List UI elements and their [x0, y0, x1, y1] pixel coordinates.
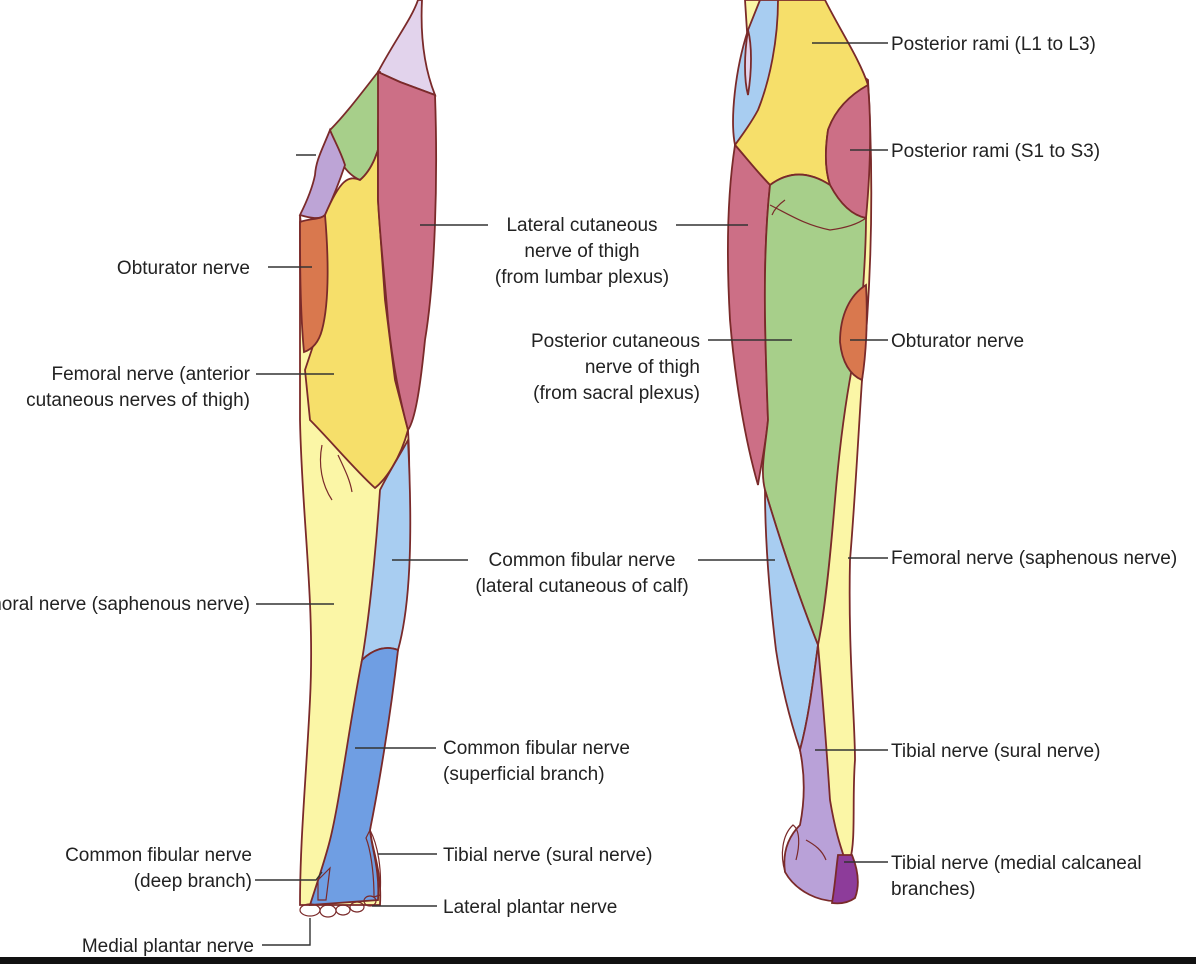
region-obturator-posterior	[839, 283, 868, 382]
region-lateral-cutaneous-anterior	[377, 70, 438, 433]
label-superficial-line2: (superficial branch)	[443, 764, 605, 785]
label-lateral-plantar: Lateral plantar nerve	[443, 897, 617, 918]
label-posterior-cutaneous-line1: Posterior cutaneous	[531, 331, 700, 352]
label-sural-posterior: Tibial nerve (sural nerve)	[891, 741, 1100, 762]
label-obturator-posterior: Obturator nerve	[891, 331, 1024, 352]
label-saphenous-posterior: Femoral nerve (saphenous nerve)	[891, 548, 1177, 569]
toes-plantar	[299, 895, 377, 918]
toe-2	[319, 904, 337, 918]
label-rami-lumbar: Posterior rami (L1 to L3)	[891, 34, 1096, 55]
label-fibular-calf-line2: (lateral cutaneous of calf)	[475, 576, 688, 597]
region-posterior-cutaneous-thigh	[761, 173, 867, 649]
label-superficial-line1: Common fibular nerve	[443, 738, 630, 759]
region-medial-calcaneal	[830, 854, 859, 905]
region-iliohypogastric-posterior	[744, 29, 752, 96]
label-saphenous-anterior: Femoral nerve (saphenous nerve)	[0, 594, 250, 615]
label-posterior-cutaneous-line2: nerve of thigh	[585, 357, 700, 378]
toe-5	[363, 895, 377, 907]
label-sural-anterior: Tibial nerve (sural nerve)	[443, 845, 652, 866]
bottom-border-bar	[0, 957, 1196, 964]
toe-3	[335, 904, 351, 916]
region-superficial-fibular	[308, 647, 399, 906]
label-rami-sacral: Posterior rami (S1 to S3)	[891, 141, 1100, 162]
gluteal-fold	[769, 199, 867, 231]
label-calcaneal-line2: branches)	[891, 879, 976, 900]
region-deep-fibular	[317, 866, 331, 901]
label-lateral-cutaneous-line1: Lateral cutaneous	[506, 215, 657, 236]
lateral-foot-edge	[365, 828, 382, 898]
label-lateral-cutaneous-line2: nerve of thigh	[524, 241, 639, 262]
leader-deep-branch	[255, 871, 323, 881]
label-fibular-calf-line1: Common fibular nerve	[489, 550, 676, 571]
label-femoral-anterior-line1: Femoral nerve (anterior	[51, 364, 250, 385]
label-obturator-anterior: Obturator nerve	[117, 258, 250, 279]
leader-lines	[255, 42, 888, 946]
region-sural-posterior	[783, 644, 846, 902]
labels-posterior: Posterior rami (L1 to L3) Posterior rami…	[891, 34, 1177, 900]
label-deep-branch-line2: (deep branch)	[134, 871, 252, 892]
region-common-fibular-posterior-hip	[732, 0, 779, 148]
region-obturator-anterior	[299, 212, 329, 354]
anterior-leg-view	[298, 0, 438, 918]
labels-anterior: Obturator nerve Femoral nerve (anterior …	[0, 258, 254, 957]
toe-4	[349, 901, 365, 913]
labels-center: Lateral cutaneous nerve of thigh (from l…	[443, 215, 700, 918]
posterior-leg-view	[727, 0, 873, 905]
heel-outline	[781, 824, 827, 873]
label-calcaneal-line1: Tibial nerve (medial calcaneal	[891, 853, 1142, 874]
region-ilioinguinal	[376, 0, 437, 97]
label-femoral-anterior-line2: cutaneous nerves of thigh)	[26, 390, 250, 411]
label-deep-branch-line1: Common fibular nerve	[65, 845, 252, 866]
label-posterior-cutaneous-line3: (from sacral plexus)	[533, 383, 700, 404]
label-lateral-cutaneous-line3: (from lumbar plexus)	[495, 267, 669, 288]
label-medial-plantar: Medial plantar nerve	[82, 936, 254, 957]
region-lateral-cutaneous-posterior	[727, 142, 771, 486]
leader-medial-plantar	[262, 918, 311, 946]
knee-contour	[319, 444, 353, 501]
